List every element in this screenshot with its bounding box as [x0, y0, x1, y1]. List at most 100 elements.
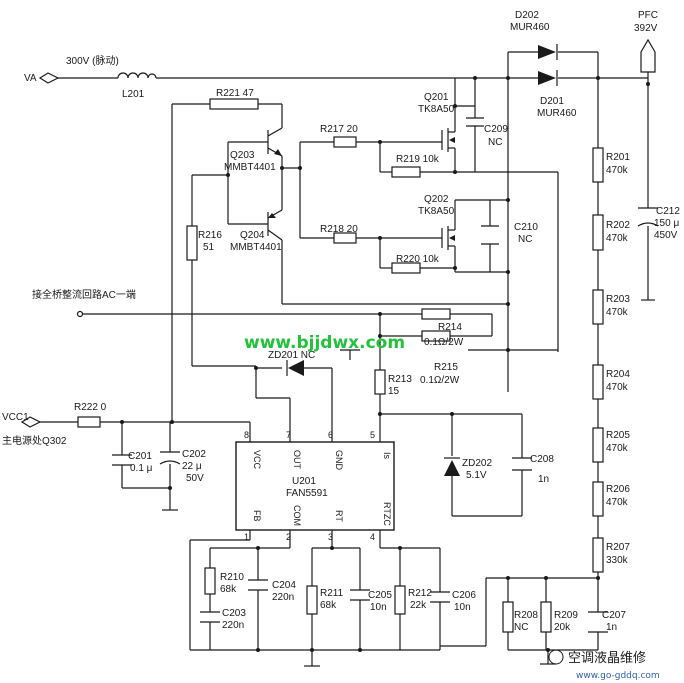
r206-label: R206 — [606, 484, 630, 495]
c204-label: C204 — [272, 580, 296, 591]
pin-6: 6 — [328, 430, 333, 440]
pin-fb-name: FB — [252, 510, 262, 522]
q204-value: MMBT4401 — [230, 242, 282, 253]
r222-label: R222 0 — [74, 402, 107, 413]
ac-terminal — [76, 310, 84, 318]
pin-7: 7 — [286, 430, 291, 440]
d202-label: D202 — [515, 10, 539, 21]
u201-ic — [235, 441, 395, 531]
r202-resistor — [592, 214, 604, 251]
r204-label: R204 — [606, 369, 630, 380]
r205-label: R205 — [606, 430, 630, 441]
c201-value: 0.1 μ — [130, 463, 153, 474]
c212-voltage: 450V — [654, 230, 678, 241]
zd202-zener — [444, 457, 460, 476]
d201-diode — [538, 71, 556, 85]
pin-3: 3 — [328, 532, 333, 542]
c204-value: 220n — [272, 592, 294, 603]
pin-out-name: OUT — [292, 450, 302, 470]
r215-label: R215 — [434, 362, 458, 373]
vcc1-terminal — [20, 416, 42, 428]
q204-transistor — [267, 168, 283, 241]
c210-value: NC — [518, 234, 532, 245]
r213-value: 15 — [388, 386, 400, 397]
c208-label: C208 — [530, 454, 554, 465]
va-terminal-arrow — [38, 72, 60, 84]
watermark-text: www.bjjdwx.com — [244, 333, 405, 353]
r212-resistor — [394, 585, 406, 615]
pin-rt-name: RT — [334, 510, 344, 522]
r208-value: NC — [514, 622, 528, 633]
pin-rtzc-name: RTZC — [382, 502, 392, 526]
pin-8: 8 — [244, 430, 249, 440]
main-source-label: 主电源处Q302 — [2, 434, 67, 447]
c207-value: 1n — [606, 622, 617, 633]
r206-value: 470k — [606, 497, 629, 508]
r208-label: R208 — [514, 610, 538, 621]
u201-value: FAN5591 — [286, 488, 328, 499]
c202-label: C202 — [182, 449, 206, 460]
r212-value: 22k — [410, 600, 427, 611]
r209-label: R209 — [554, 610, 578, 621]
pin-1: 1 — [244, 532, 249, 542]
r210-value: 68k — [220, 584, 237, 595]
r218-resistor — [333, 232, 357, 244]
q201-mosfet — [441, 120, 456, 152]
r211-label: R211 — [320, 588, 344, 599]
ac-note-label: 接全桥整流回路AC一端 — [32, 288, 136, 301]
l201-label: L201 — [122, 89, 145, 100]
r210-label: R210 — [220, 572, 244, 583]
q201-label: Q201 — [424, 92, 449, 103]
pin-4: 4 — [370, 532, 375, 542]
r208-resistor — [502, 601, 514, 633]
va-label: VA — [24, 73, 37, 84]
r203-label: R203 — [606, 294, 630, 305]
c210-label: C210 — [514, 222, 538, 233]
zd202-label: ZD202 — [462, 458, 492, 469]
q202-mosfet — [441, 222, 456, 254]
d201-value: MUR460 — [537, 108, 577, 119]
brand-mark: 空调液晶维修 www.go-gddq.com — [548, 649, 660, 681]
r209-value: 20k — [554, 622, 571, 633]
r221-label: R221 47 — [216, 88, 254, 99]
pin-5: 5 — [370, 430, 375, 440]
zd201-label: ZD201 NC — [268, 350, 315, 361]
c203-label: C203 — [222, 608, 246, 619]
c209-value: NC — [488, 137, 502, 148]
r212-label: R212 — [408, 588, 432, 599]
d202-value: MUR460 — [510, 22, 550, 33]
input-300v-label: 300V (脉动) — [66, 54, 119, 67]
pin-com-name: COM — [292, 505, 302, 526]
c201-label: C201 — [128, 451, 152, 462]
r217-label: R217 20 — [320, 124, 358, 135]
r213-label: R213 — [388, 374, 412, 385]
ic-pin-labels: 8 7 6 5 1 2 3 4 VCC OUT GND Is FB COM RT… — [244, 430, 392, 542]
d202-diode — [538, 45, 556, 59]
zd202-value: 5.1V — [466, 470, 487, 481]
c203-value: 220n — [222, 620, 244, 631]
r217-resistor — [333, 136, 357, 148]
r218-label: R218 20 — [320, 224, 358, 235]
d201-label: D201 — [540, 96, 564, 107]
q203-transistor — [267, 127, 283, 168]
q202-label: Q202 — [424, 194, 449, 205]
site-url: www.go-gddq.com — [576, 671, 660, 681]
u201-label: U201 — [292, 476, 316, 487]
pfc-label: PFC — [638, 10, 658, 21]
r221-resistor — [209, 98, 259, 110]
c212-label: C212 — [656, 206, 680, 217]
zd201-zener — [286, 360, 304, 376]
r222-resistor — [77, 416, 101, 428]
wires — [30, 51, 655, 667]
r214-value: 0.1Ω/2W — [424, 337, 464, 348]
c205-label: C205 — [368, 590, 392, 601]
brand-text: 空调液晶维修 — [568, 651, 646, 666]
c209-label: C209 — [484, 124, 508, 135]
c206-value: 10n — [454, 602, 471, 613]
q202-value: TK8A50 — [418, 206, 455, 217]
l201-inductor — [117, 72, 157, 79]
labels: VA 300V (脉动) L201 D202 MUR460 D201 MUR46… — [2, 10, 680, 633]
r216-value: 51 — [203, 242, 215, 253]
brand-icon — [548, 649, 564, 665]
